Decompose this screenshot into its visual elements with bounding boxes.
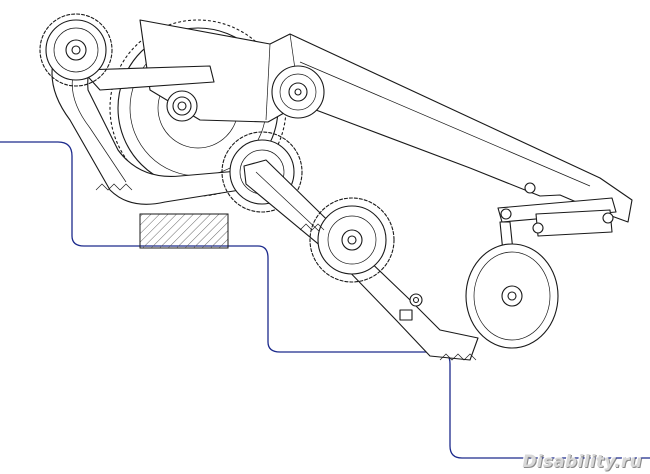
rear-castor-linkage xyxy=(497,197,617,283)
upper-link-arm xyxy=(51,43,251,205)
track-teeth xyxy=(95,183,477,361)
rear-castor-wheel xyxy=(465,243,559,349)
pivot-joints xyxy=(399,182,536,321)
main-frame-arm xyxy=(139,19,633,223)
watermark-text: Disability.ru xyxy=(522,452,642,472)
frame-pulley xyxy=(271,65,325,119)
upper-sprocket-wheel xyxy=(39,13,113,87)
hatched-obstacle-block xyxy=(139,213,229,249)
lower-sprocket-wheel xyxy=(309,197,395,283)
frame-idler-wheel xyxy=(166,90,198,122)
stair-profile xyxy=(0,141,650,459)
